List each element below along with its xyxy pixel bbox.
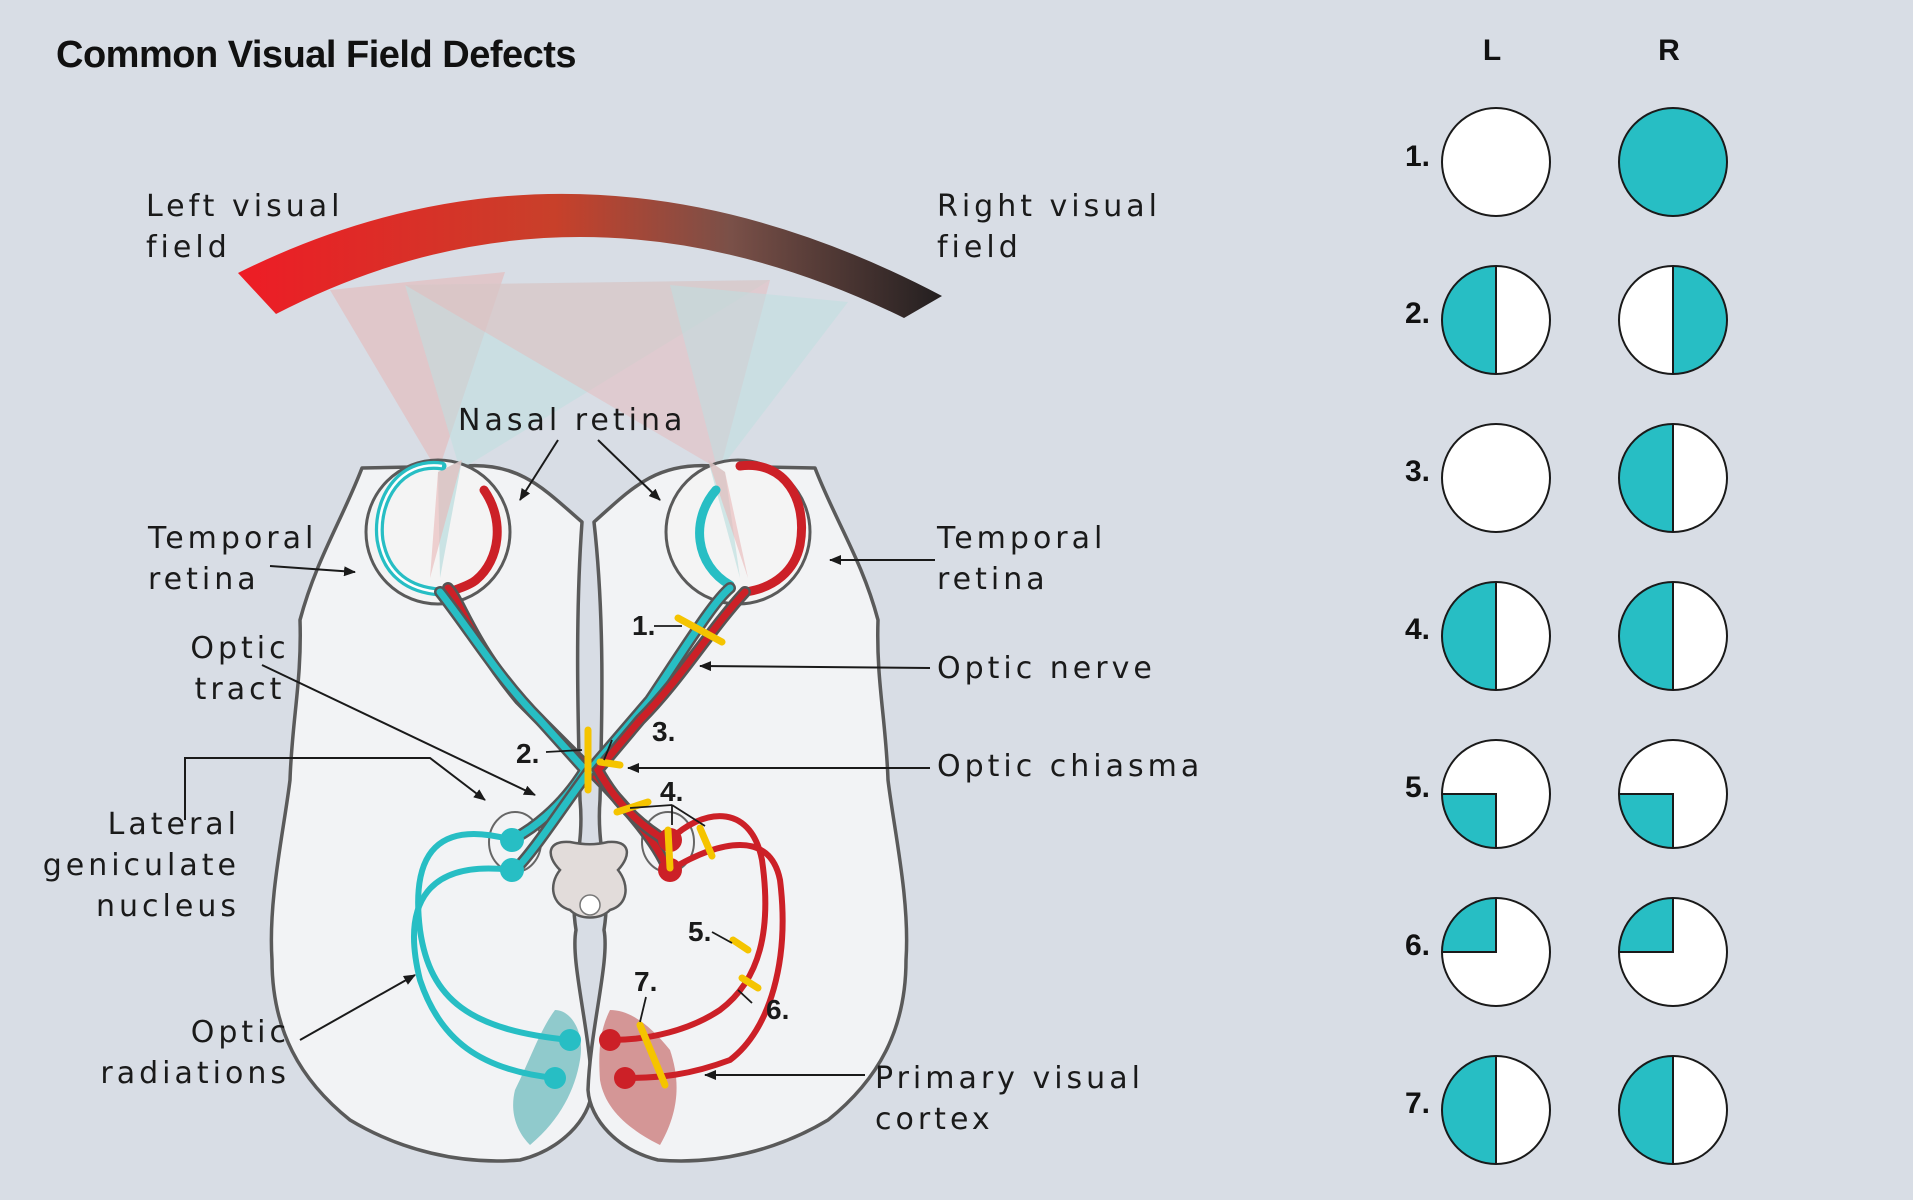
lesion-marker-4: 4.: [660, 776, 684, 807]
arrow-lgn: [184, 757, 486, 820]
arrow-temporal-left: [269, 565, 356, 577]
arrow-optic-nerve: [699, 661, 931, 672]
defect-row-label-4: 4.: [1404, 613, 1430, 646]
arrow-optic-tract: [261, 664, 536, 796]
arrow-nasal-left: [519, 439, 559, 501]
defect-row-label-3: 3.: [1404, 455, 1430, 488]
lesion-marker-3: 3.: [652, 716, 676, 747]
lesion-bars: [584, 614, 762, 1089]
defect-circle-5-left: [1441, 739, 1551, 849]
defect-circle-6-right: [1618, 897, 1728, 1007]
column-header-left: L: [1482, 34, 1502, 67]
label-primary-visual-cortex: Primary visual cortex: [875, 1061, 1144, 1137]
label-temporal-retina-left: Temporal retina: [148, 521, 318, 597]
defect-row-label-7: 7.: [1404, 1087, 1430, 1120]
defect-circle-7-right: [1618, 1055, 1728, 1165]
defect-row-label-1: 1.: [1404, 140, 1430, 173]
defect-circle-6-left: [1441, 897, 1551, 1007]
arrow-nasal-right: [597, 439, 661, 501]
defect-row-label-2: 2.: [1404, 297, 1430, 330]
label-optic-nerve: Optic nerve: [937, 651, 1156, 686]
defect-circle-1-left: [1441, 107, 1551, 217]
lesion-marker-2: 2.: [516, 738, 540, 769]
defect-row-label-6: 6.: [1404, 929, 1430, 962]
defect-circle-5-right: [1618, 739, 1728, 849]
lesion-marker-7: 7.: [634, 966, 658, 997]
defect-row-label-5: 5.: [1404, 771, 1430, 804]
label-optic-tract: Optic tract: [190, 631, 290, 707]
column-header-right: R: [1658, 34, 1680, 67]
lesion-marker-5: 5.: [688, 916, 712, 947]
defect-circle-4-left: [1441, 581, 1551, 691]
lesion-marker-6: 6.: [766, 994, 790, 1025]
label-optic-chiasma: Optic chiasma: [937, 749, 1204, 784]
brainstem: [549, 840, 629, 919]
defect-circle-4-right: [1618, 581, 1728, 691]
defect-circle-2-right: [1618, 265, 1728, 375]
defect-circle-3-left: [1441, 423, 1551, 533]
lesion-marker-1: 1.: [632, 610, 656, 641]
label-lateral-geniculate-nucleus: Lateral geniculate nucleus: [42, 807, 240, 924]
defect-circle-2-left: [1441, 265, 1551, 375]
page-title: Common Visual Field Defects: [56, 34, 577, 76]
label-right-visual-field: Right visual field: [937, 189, 1161, 265]
defect-circle-7-left: [1441, 1055, 1551, 1165]
label-optic-radiations: Optic radiations: [100, 1015, 290, 1091]
arrow-optic-radiations: [299, 974, 416, 1041]
label-left-visual-field: Left visual field: [146, 189, 344, 265]
defect-circle-1-right: [1618, 107, 1728, 217]
label-temporal-retina-right: Temporal retina: [937, 521, 1107, 597]
defect-circle-3-right: [1618, 423, 1728, 533]
visual-field-arc: [238, 193, 942, 318]
label-nasal-retina: Nasal retina: [458, 403, 687, 438]
defect-table: [1441, 107, 1728, 1165]
